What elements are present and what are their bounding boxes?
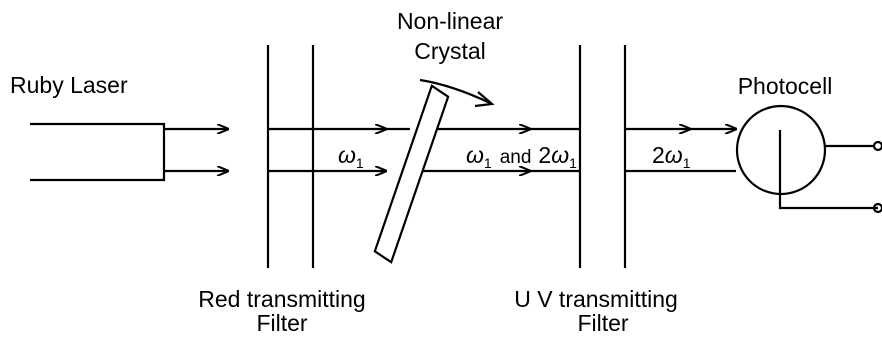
label-red-filter-line2: Filter: [256, 310, 308, 336]
label-crystal-line1: Non-linear: [396, 8, 504, 34]
label-crystal-line2: Crystal: [414, 38, 486, 64]
label-omega1-red: ω1: [338, 142, 364, 171]
label-uv-filter-line2: Filter: [577, 310, 629, 336]
label-2omega1-uv: 2ω1: [652, 142, 691, 171]
label-photocell: Photocell: [737, 73, 833, 99]
label-red-filter-line1: Red transmitting: [198, 286, 366, 312]
nonlinear-crystal: [373, 84, 450, 264]
photocell-electrode: [778, 130, 878, 210]
terminal-upper: [872, 140, 882, 152]
crystal-rotation-arrow: [419, 78, 491, 104]
terminal-lower: [872, 202, 882, 214]
crystal-rotation-arrowhead: [474, 91, 495, 108]
label-uv-filter-line1: U V transmitting: [514, 286, 678, 312]
ruby-laser-body: [30, 122, 166, 182]
label-ruby-laser: Ruby Laser: [10, 72, 128, 98]
